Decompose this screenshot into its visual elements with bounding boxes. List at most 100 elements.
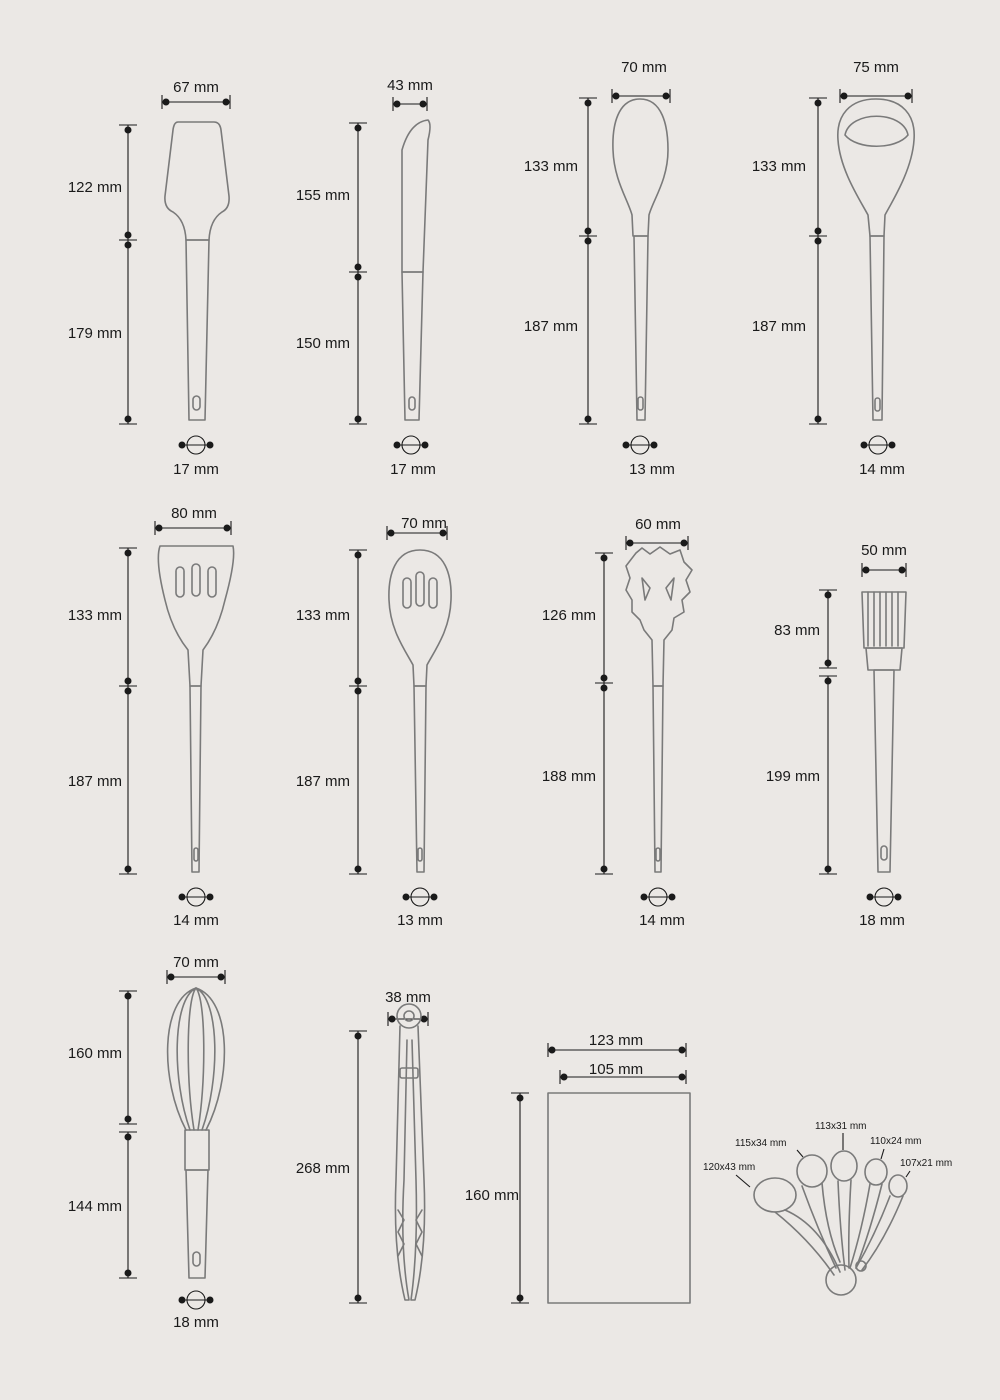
head-length-label: 122 mm <box>68 179 122 196</box>
width-label: 80 mm <box>171 505 217 522</box>
dimension-dot <box>622 441 630 449</box>
measuring-spoons-outline <box>753 1150 908 1296</box>
dimension-dot <box>516 1294 524 1302</box>
dimension-dot <box>814 415 822 423</box>
dimension-dot <box>206 1296 214 1304</box>
spoon-outline <box>612 98 669 421</box>
dimension-dot <box>626 539 634 547</box>
length-label: 268 mm <box>296 1160 350 1177</box>
dimension-dot <box>560 1073 568 1081</box>
dimension-dot <box>354 263 362 271</box>
dimension-dot <box>223 524 231 532</box>
diameter-label: 14 mm <box>859 461 905 478</box>
dimension-dot <box>824 659 832 667</box>
dimension-dot <box>421 441 429 449</box>
dimension-dot <box>393 100 401 108</box>
utensil-holder-outline <box>547 1092 691 1304</box>
dimension-dot <box>888 441 896 449</box>
dimension-dot <box>516 1094 524 1102</box>
dimension-dot <box>124 231 132 239</box>
dimension-dot <box>124 1269 132 1277</box>
diameter-label: 13 mm <box>397 912 443 929</box>
dimension-dot <box>866 893 874 901</box>
dimension-dot <box>124 677 132 685</box>
dimension-dot <box>430 893 438 901</box>
width-label: 67 mm <box>173 79 219 96</box>
width-label: 70 mm <box>173 954 219 971</box>
handle-length-label: 187 mm <box>296 773 350 790</box>
spoon-size-label: 113x31 mm <box>815 1121 867 1132</box>
spatula-outline <box>164 121 230 421</box>
dimension-dot <box>814 237 822 245</box>
pasta-server-outline <box>625 546 693 873</box>
top-width-label: 123 mm <box>589 1032 643 1049</box>
dimension-dot <box>124 992 132 1000</box>
dimension-dot <box>222 98 230 106</box>
spoon-size-label: 107x21 mm <box>900 1158 952 1169</box>
whisk-labels: 70 mm 160 mm 144 mm 18 mm <box>68 954 219 1331</box>
pasta-server-labels: 60 mm 126 mm 188 mm 14 mm <box>542 516 685 929</box>
dimension-dot <box>206 893 214 901</box>
dimension-dot <box>600 684 608 692</box>
dimension-dot <box>124 1115 132 1123</box>
width-label: 38 mm <box>385 989 431 1006</box>
diameter-label: 14 mm <box>639 912 685 929</box>
handle-length-label: 199 mm <box>766 768 820 785</box>
handle-length-label: 144 mm <box>68 1198 122 1215</box>
spoon-size-label: 110x24 mm <box>870 1136 922 1147</box>
dimension-dot <box>124 687 132 695</box>
dimension-dot <box>354 273 362 281</box>
dimension-dot <box>420 1015 428 1023</box>
dimension-dot <box>860 441 868 449</box>
whisk-outline <box>166 987 226 1279</box>
dimension-dot <box>178 1296 186 1304</box>
spoon-labels: 70 mm 133 mm 187 mm 13 mm <box>524 59 675 478</box>
slotted-turner-outline <box>157 545 235 873</box>
dimension-dot <box>898 566 906 574</box>
dimension-dot <box>354 1294 362 1302</box>
dimension-dot <box>178 441 186 449</box>
head-length-label: 133 mm <box>296 607 350 624</box>
diameter-label: 17 mm <box>390 461 436 478</box>
dimension-dot <box>124 1133 132 1141</box>
head-length-label: 83 mm <box>774 622 820 639</box>
slotted-spoon-labels: 70 mm 133 mm 187 mm 13 mm <box>296 515 447 929</box>
dimension-dot <box>584 227 592 235</box>
width-label: 70 mm <box>621 59 667 76</box>
dimension-dot <box>217 973 225 981</box>
dimension-dot <box>354 677 362 685</box>
dimension-dot <box>178 893 186 901</box>
handle-length-label: 187 mm <box>524 318 578 335</box>
basting-brush-labels: 50 mm 83 mm 199 mm 18 mm <box>766 542 907 929</box>
dimension-dot <box>155 524 163 532</box>
dimension-dot <box>162 98 170 106</box>
dimension-dot <box>124 126 132 134</box>
dimension-dot <box>124 415 132 423</box>
dimension-dot <box>824 591 832 599</box>
dimension-dot <box>894 893 902 901</box>
dimension-dot <box>600 865 608 873</box>
holder-labels: 123 mm 105 mm 160 mm <box>465 1032 643 1204</box>
diameter-label: 18 mm <box>173 1314 219 1331</box>
dimension-dot <box>402 893 410 901</box>
ladle-labels: 75 mm 133 mm 187 mm 14 mm <box>752 59 905 478</box>
dimension-dot <box>600 674 608 682</box>
head-length-label: 155 mm <box>296 187 350 204</box>
dimension-dot <box>640 893 648 901</box>
dimension-dot <box>584 99 592 107</box>
dimension-dot <box>824 865 832 873</box>
handle-length-label: 150 mm <box>296 335 350 352</box>
dimension-dot <box>650 441 658 449</box>
handle-length-label: 179 mm <box>68 325 122 342</box>
width-label: 75 mm <box>853 59 899 76</box>
head-length-label: 133 mm <box>68 607 122 624</box>
spreader-labels: 43 mm 155 mm 150 mm 17 mm <box>296 77 436 478</box>
head-length-label: 133 mm <box>524 158 578 175</box>
dimension-dot <box>814 99 822 107</box>
dimension-dot <box>124 549 132 557</box>
diameter-label: 13 mm <box>629 461 675 478</box>
dimension-dot <box>862 566 870 574</box>
width-label: 70 mm <box>401 515 447 532</box>
height-label: 160 mm <box>465 1187 519 1204</box>
dimension-lines <box>119 89 913 1310</box>
